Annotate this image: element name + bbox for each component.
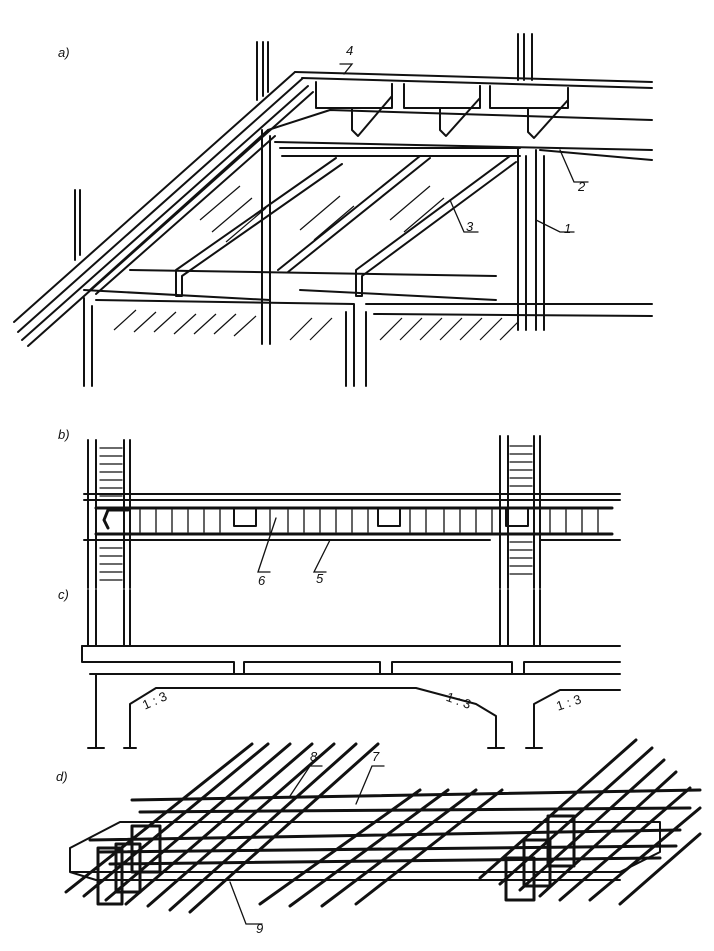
callout-9: 9 <box>256 921 264 936</box>
callout-1: 1 <box>564 221 572 236</box>
callout-2: 2 <box>578 179 586 194</box>
panel-label-a: a) <box>58 45 70 60</box>
panel-c-haunched-beam <box>81 589 621 749</box>
callout-4: 4 <box>346 43 354 58</box>
panel-d-reinforcement-cage <box>64 738 702 925</box>
callout-7: 7 <box>372 749 380 764</box>
panel-label-c: c) <box>58 587 69 602</box>
callout-3: 3 <box>466 219 474 234</box>
panel-label-d: d) <box>56 769 68 784</box>
callout-5: 5 <box>316 571 324 586</box>
callout-8: 8 <box>310 749 318 764</box>
callout-6: 6 <box>258 573 266 588</box>
panel-b-reinforcement-section <box>83 435 621 589</box>
panel-label-b: b) <box>58 427 70 442</box>
panel-a-frame-perspective <box>13 33 653 387</box>
